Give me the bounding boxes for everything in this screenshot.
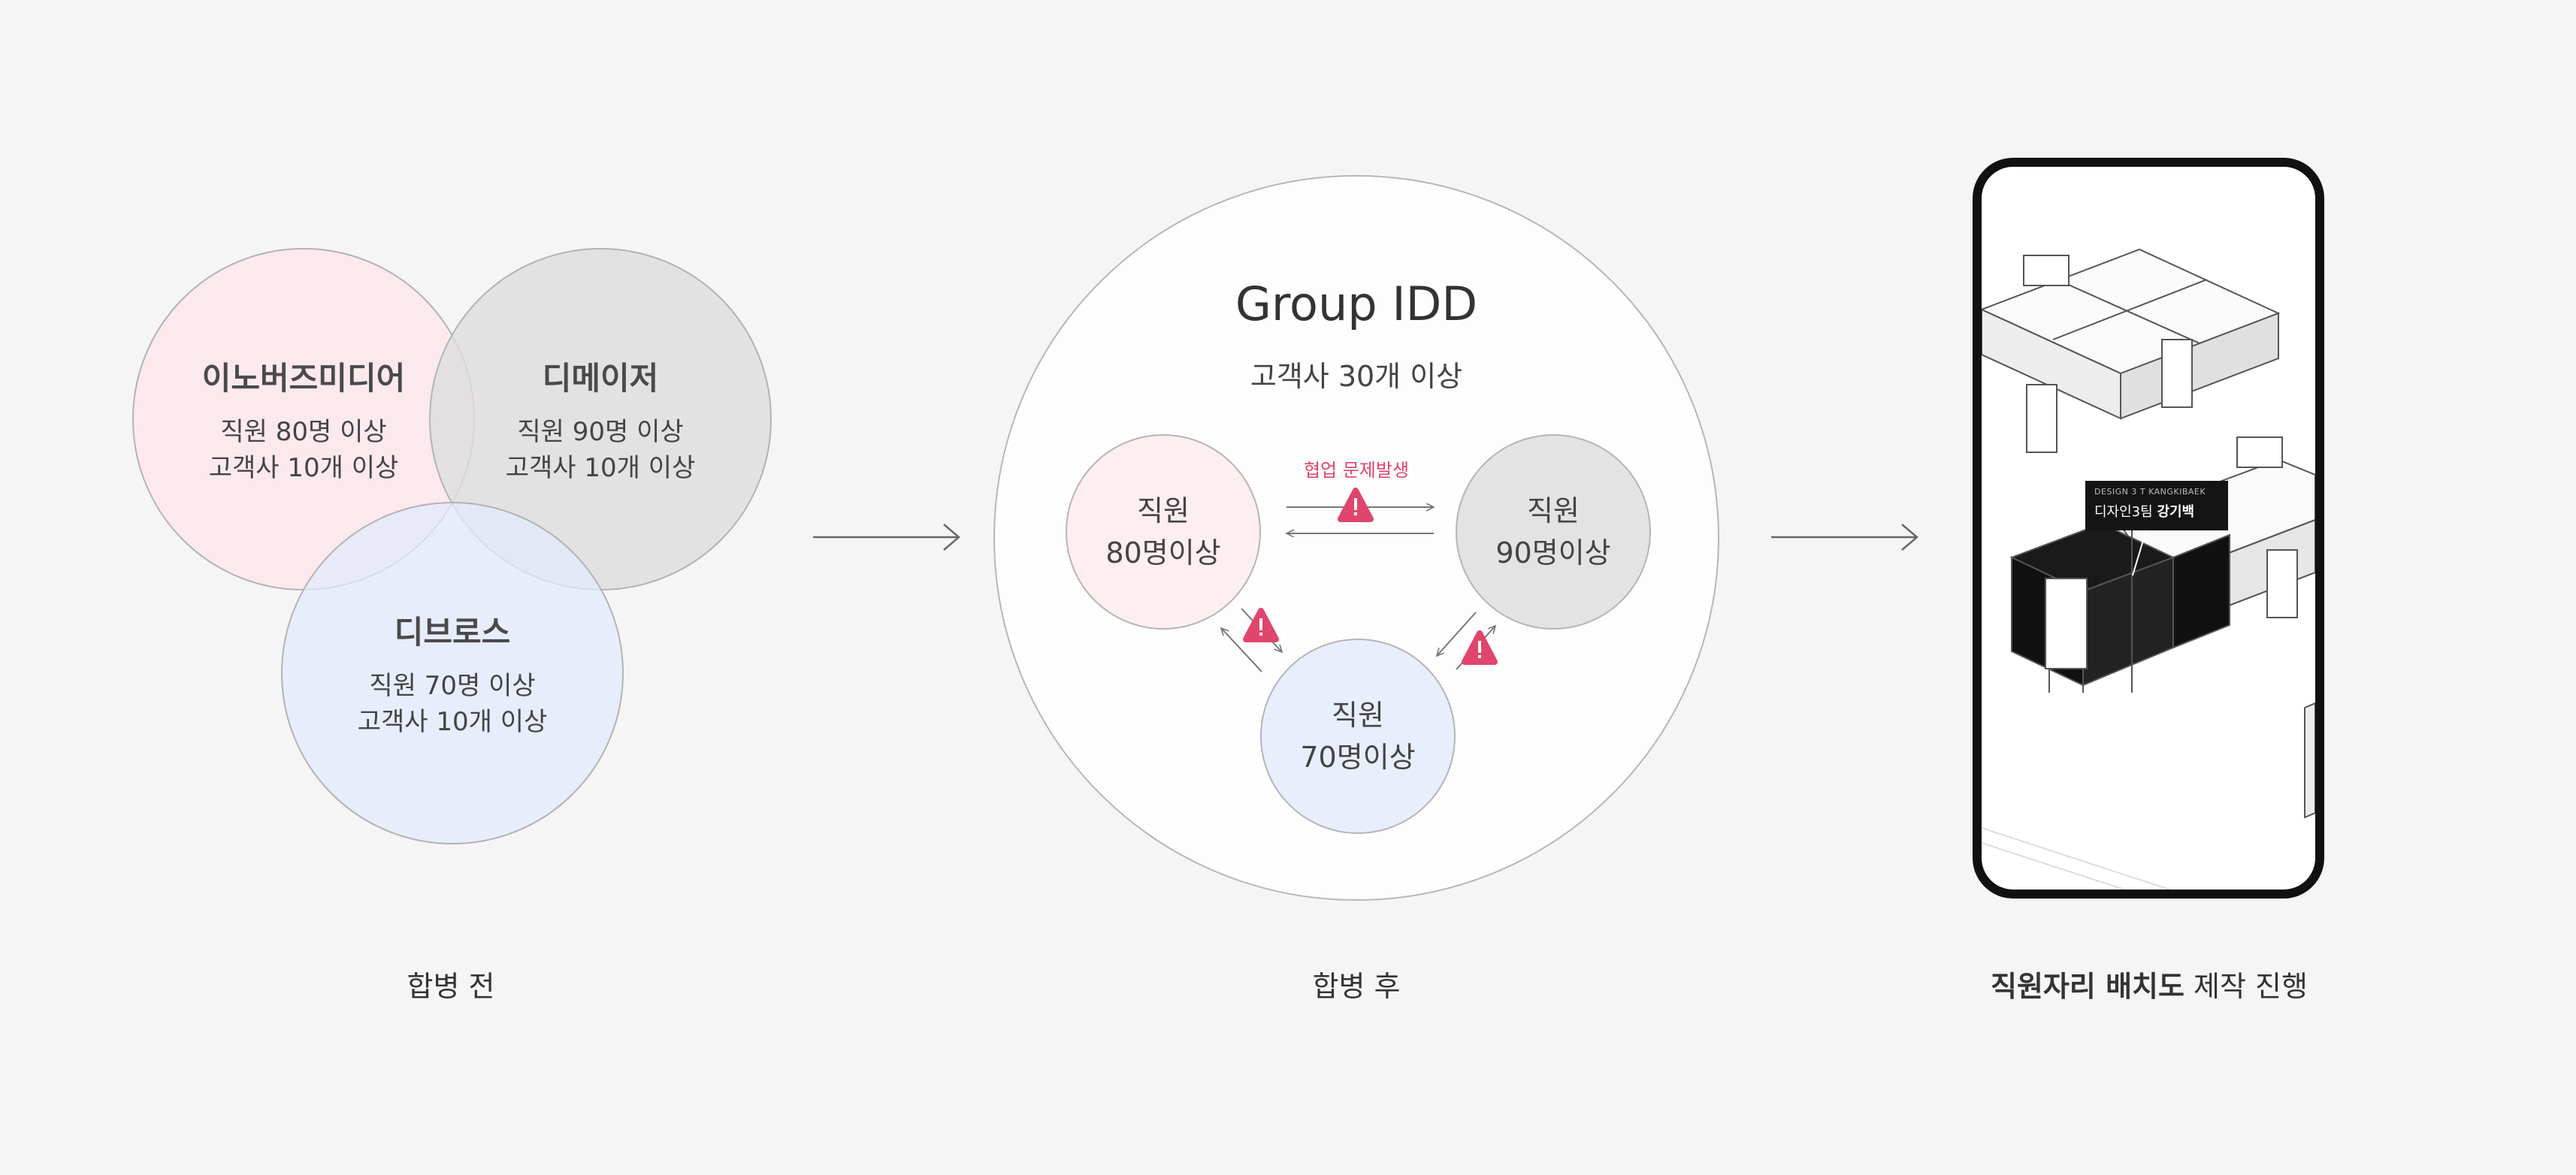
company-name: 디메이저	[542, 360, 659, 397]
client-count: 고객사 10개 이상	[208, 453, 399, 483]
employee-count: 직원 80명 이상	[220, 417, 387, 447]
node-line: 직원	[1137, 494, 1190, 527]
seating-illustration	[1982, 248, 2315, 890]
node-line: 70명이상	[1300, 741, 1416, 774]
node-80: 직원 80명이상	[1066, 434, 1261, 630]
tooltip-team: 디자인3팀	[2094, 504, 2153, 520]
connection-arrows	[993, 488, 1498, 672]
caption-before: 합병 전	[407, 970, 495, 1003]
warning-icon	[1338, 488, 1374, 522]
tooltip-pointer	[2132, 530, 2147, 576]
venn-label-dbros: 디브로스 직원 70명 이상 고객사 10개 이상	[281, 607, 624, 740]
company-name: 디브로스	[394, 614, 511, 651]
venn-label-dmajor: 디메이저 직원 90명 이상 고객사 10개 이상	[429, 353, 772, 486]
node-line: 80명이상	[1105, 536, 1221, 569]
warning-icon	[1462, 630, 1498, 665]
group-title: Group IDD	[1235, 276, 1478, 331]
caption-after: 합병 후	[1312, 970, 1401, 1003]
tooltip-en: DESIGN 3 T KANGKIBAEK	[2094, 487, 2206, 497]
tooltip-kr: 디자인3팀 강기백	[2094, 501, 2219, 521]
node-70: 직원 70명이상	[1260, 639, 1456, 834]
node-90: 직원 90명이상	[1456, 434, 1651, 630]
venn-label-innovers: 이노버즈미디어 직원 80명 이상 고객사 10개 이상	[132, 353, 475, 486]
warning-icon	[1243, 608, 1279, 642]
phone-mockup	[1973, 158, 2324, 899]
employee-count: 직원 70명 이상	[369, 671, 536, 701]
node-line: 직원	[1527, 494, 1580, 527]
company-name: 이노버즈미디어	[201, 360, 406, 397]
arrow-right-icon	[1771, 524, 1918, 551]
client-count: 고객사 10개 이상	[357, 707, 548, 737]
venn-circle-dbros	[281, 502, 624, 844]
employee-count: 직원 90명 이상	[517, 417, 684, 447]
seat-tooltip[interactable]: DESIGN 3 T KANGKIBAEK 디자인3팀 강기백	[2085, 481, 2228, 530]
arrow-right-icon	[813, 524, 960, 551]
warning-label: 협업 문제발생	[1303, 460, 1410, 481]
node-line: 직원	[1332, 699, 1384, 732]
caption-phone: 직원자리 배치도 제작 진행	[1924, 963, 2375, 1004]
node-line: 90명이상	[1495, 536, 1611, 569]
caption-phone-bold: 직원자리 배치도	[1991, 970, 2184, 1003]
caption-phone-rest: 제작 진행	[2184, 970, 2308, 1003]
tooltip-name: 강기백	[2157, 504, 2195, 520]
client-count: 고객사 10개 이상	[505, 453, 696, 483]
group-subtitle: 고객사 30개 이상	[1250, 360, 1463, 393]
